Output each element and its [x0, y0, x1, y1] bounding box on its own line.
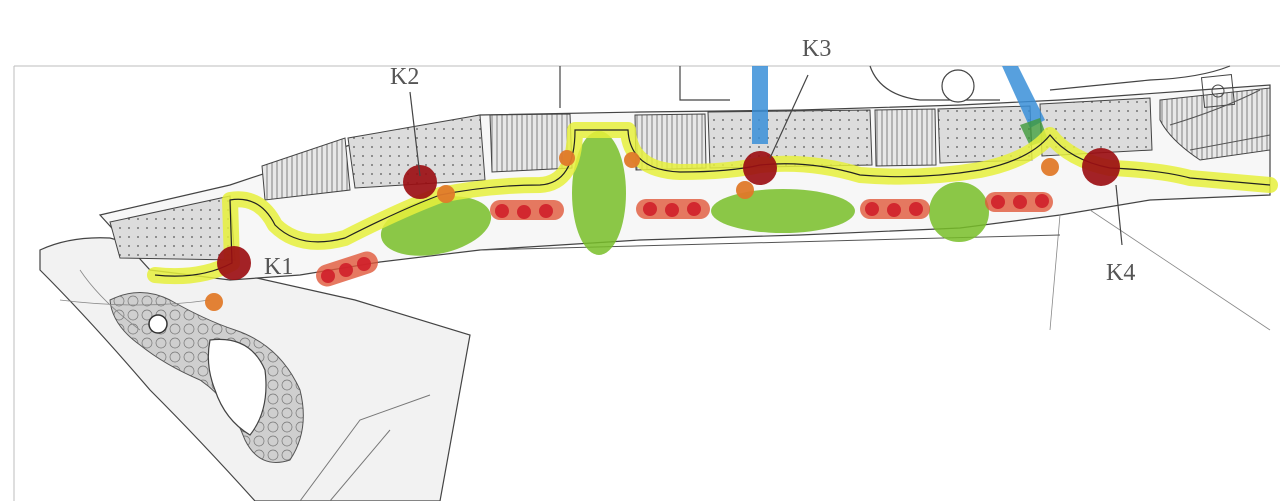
- node-k4[interactable]: [1082, 148, 1120, 186]
- point-marker: [205, 293, 223, 311]
- block: [874, 108, 937, 167]
- label-k4: K4: [1106, 260, 1135, 286]
- water-channel: [1002, 66, 1045, 128]
- block: [489, 113, 573, 173]
- seating-zones: [316, 192, 1053, 287]
- green-area: [711, 189, 855, 233]
- node-k1[interactable]: [217, 246, 251, 280]
- label-k2: K2: [390, 64, 419, 90]
- green-area: [929, 182, 989, 242]
- node-k3[interactable]: [743, 151, 777, 185]
- base-sketch: [13, 65, 1280, 501]
- green-areas: [380, 131, 989, 256]
- point-marker: [437, 185, 455, 203]
- point-marker: [736, 181, 754, 199]
- point-marker: [624, 152, 640, 168]
- green-area: [572, 131, 626, 255]
- block: [261, 137, 351, 201]
- label-k1: K1: [264, 254, 293, 280]
- node-k2[interactable]: [403, 165, 437, 199]
- block: [1159, 87, 1271, 161]
- point-marker: [559, 150, 575, 166]
- promenade-path: [147, 122, 1278, 285]
- nodes: [217, 148, 1120, 280]
- water-channels: [752, 66, 1048, 146]
- leader-lines: [409, 74, 1123, 246]
- block: [707, 109, 873, 169]
- label-k3: K3: [802, 36, 831, 62]
- point-marker: [1041, 158, 1059, 176]
- water-channel: [752, 66, 768, 144]
- orange-points: [205, 150, 1059, 311]
